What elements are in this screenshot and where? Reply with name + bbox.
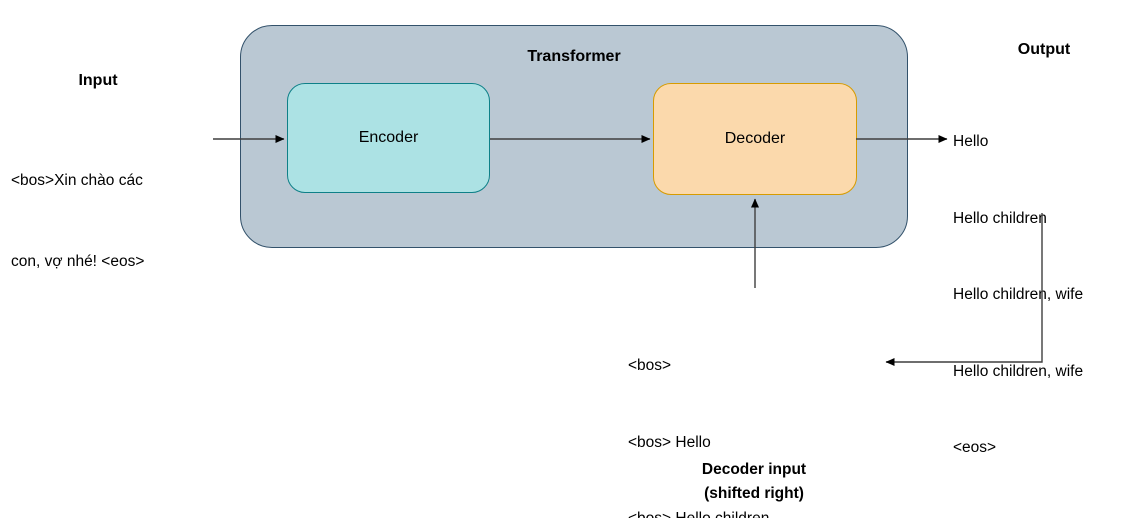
output-line: Hello children, wife bbox=[953, 362, 1084, 380]
output-text: Hello Hello children Hello children, wif… bbox=[953, 78, 1083, 512]
decoder-label: Decoder bbox=[724, 130, 786, 147]
output-title: Output bbox=[1017, 41, 1071, 58]
input-title: Input bbox=[78, 72, 118, 89]
encoder-label: Encoder bbox=[358, 129, 419, 146]
decoder-input-text: <bos> <bos> Hello <bos> Hello children <… bbox=[628, 302, 806, 518]
output-line: Hello children bbox=[953, 209, 1047, 227]
input-line: con, vợ nhé! <eos> bbox=[11, 253, 145, 270]
output-line: Hello children, wife bbox=[953, 286, 1084, 303]
decoder-input-line: <bos> Hello children bbox=[628, 506, 806, 518]
decoder-node: Decoder bbox=[653, 83, 857, 195]
encoder-node: Encoder bbox=[287, 83, 490, 193]
decoder-input-line: <bos> Hello bbox=[628, 433, 711, 451]
output-line: <eos> bbox=[953, 439, 997, 456]
decoder-input-title-line1: Decoder input bbox=[701, 461, 807, 478]
output-line: Hello bbox=[953, 133, 989, 150]
transformer-label: Transformer bbox=[527, 48, 621, 65]
decoder-input-title-line2: (shifted right) bbox=[704, 485, 804, 502]
input-line: <bos>Xin chào các bbox=[11, 172, 143, 189]
decoder-input-title: Decoder input (shifted right) bbox=[654, 458, 854, 506]
input-text: <bos>Xin chào các con, vợ nhé! <eos> bbox=[11, 113, 144, 329]
decoder-input-line: <bos> bbox=[628, 357, 672, 374]
